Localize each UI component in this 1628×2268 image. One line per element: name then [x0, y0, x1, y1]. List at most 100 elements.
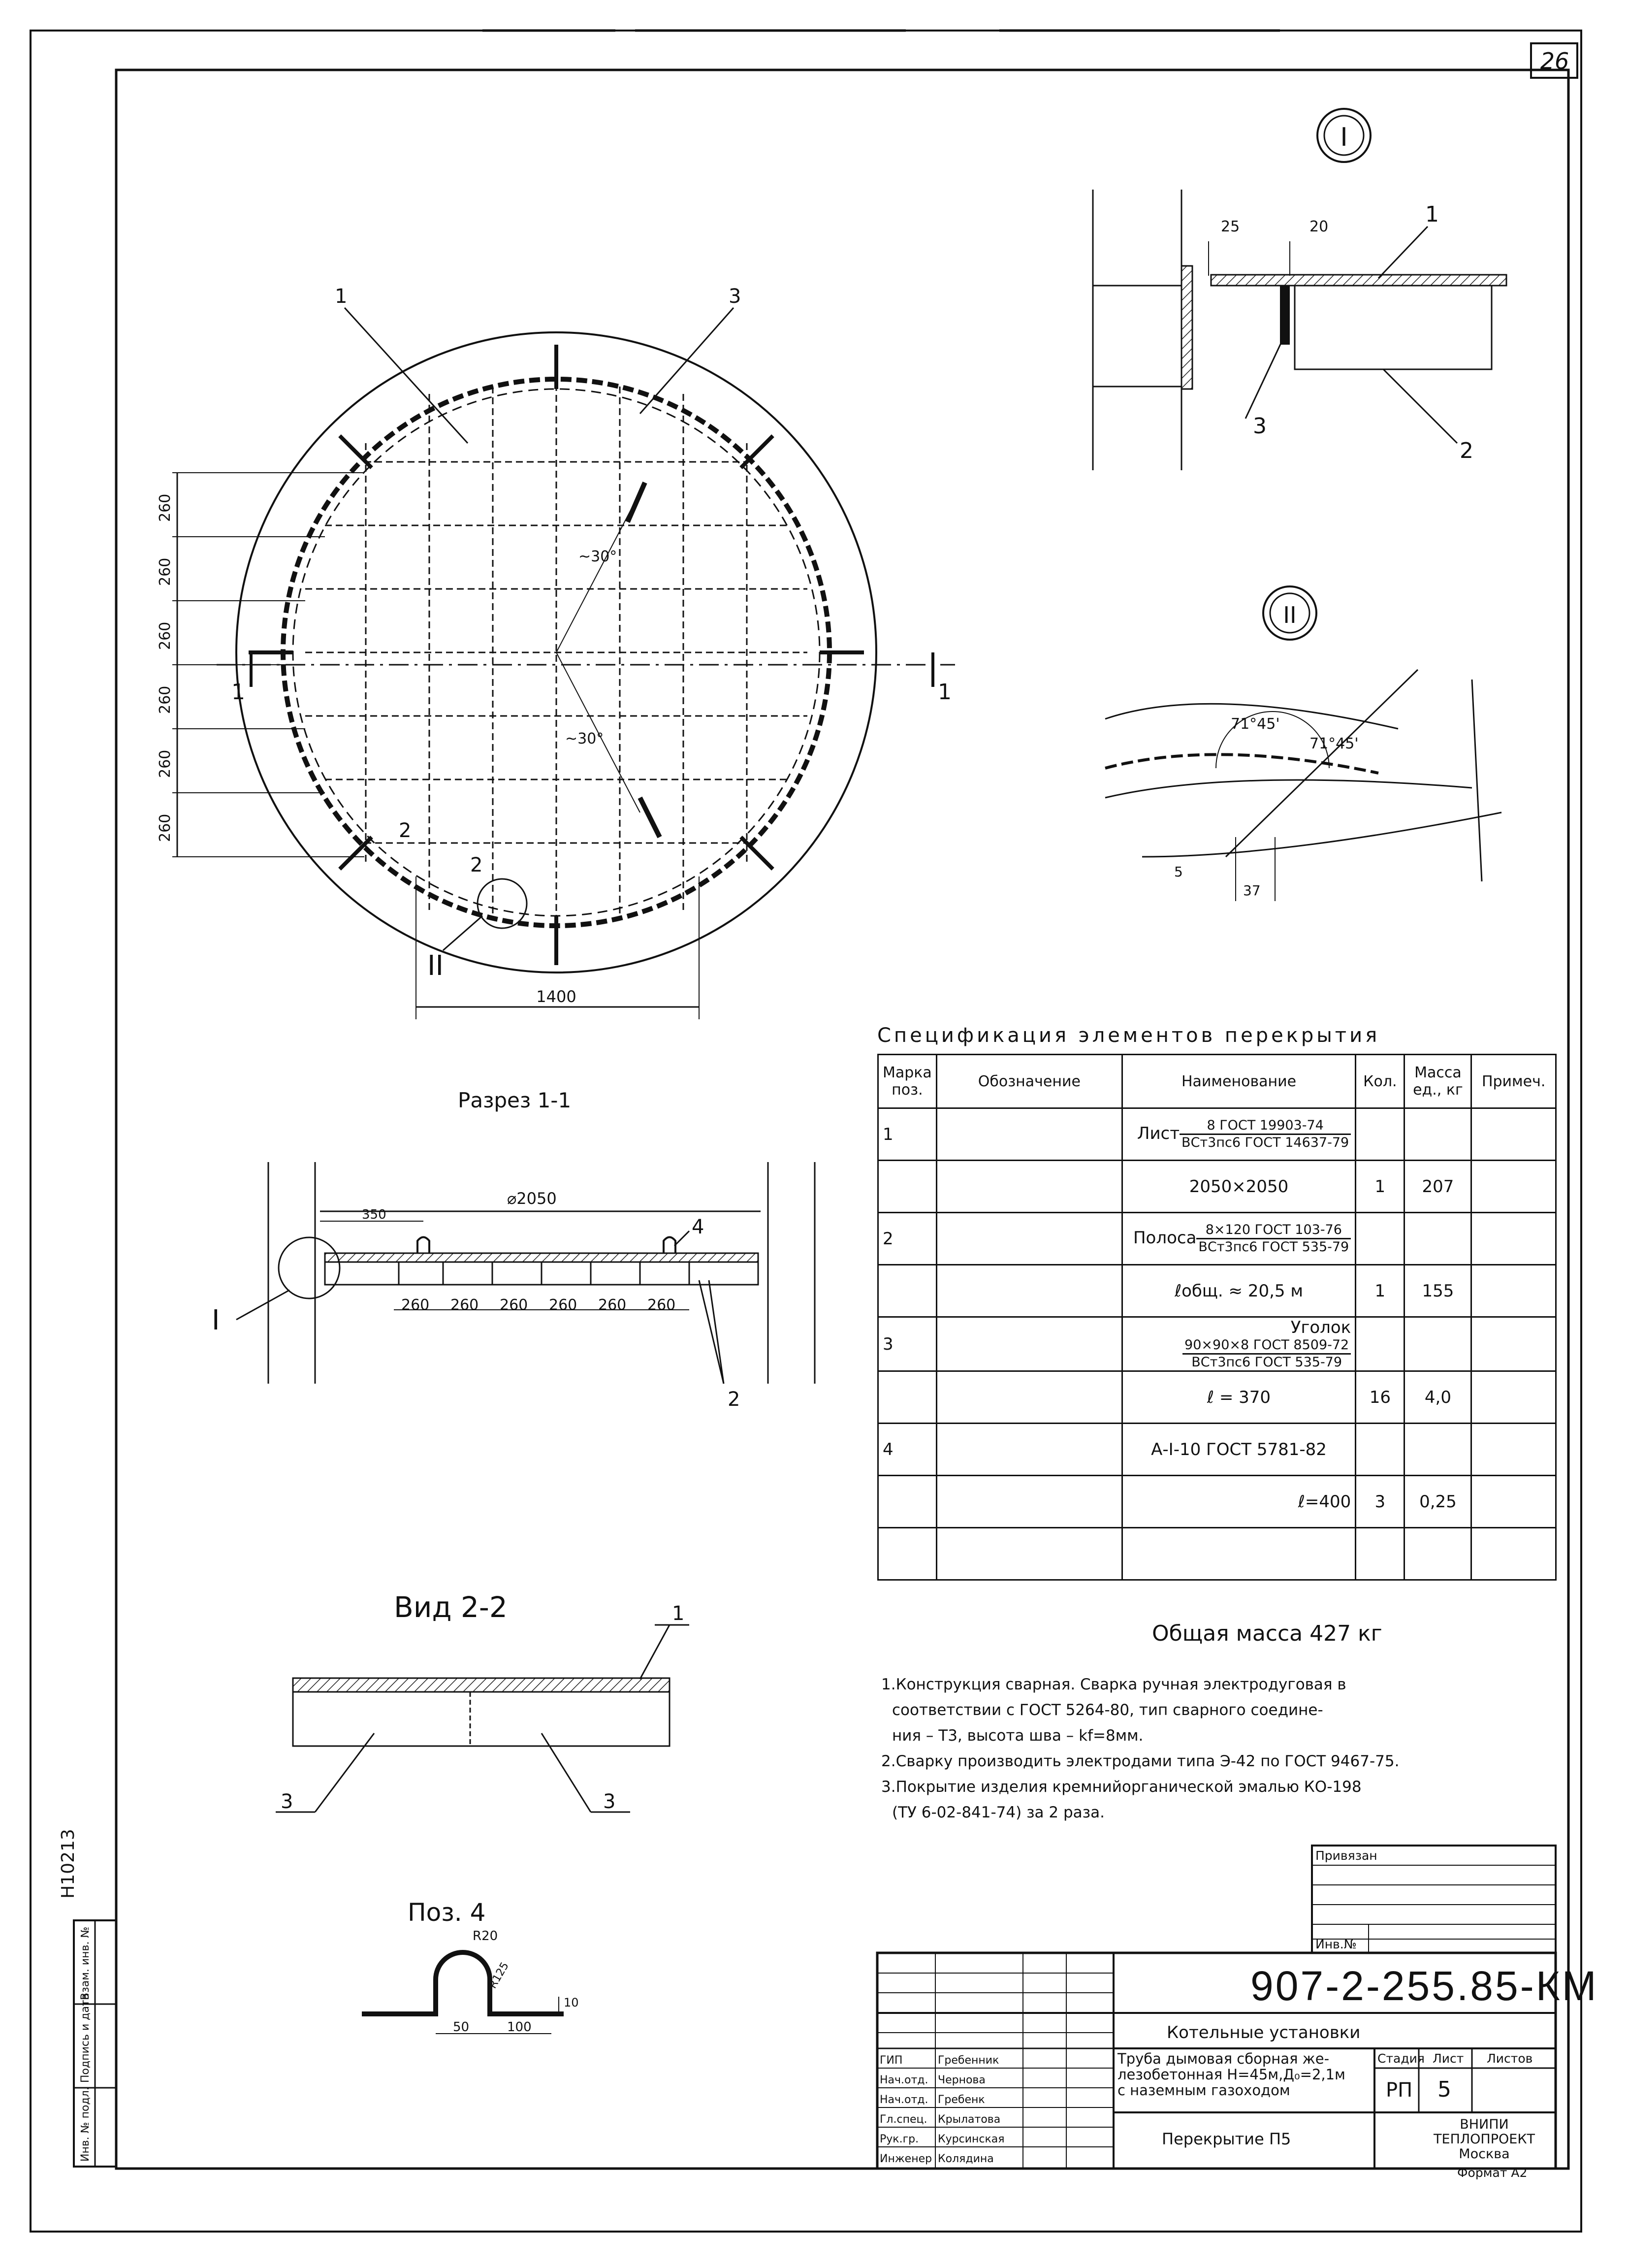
sheet-number-box: 26 — [1530, 42, 1578, 79]
spacing-6: 260 — [647, 1296, 675, 1314]
detail-I: I 25 20 1 3 2 — [1092, 108, 1507, 470]
notes: 1.Конструкция сварная. Сварка ручная эле… — [881, 1672, 1541, 1825]
spec-header-pos: Марка поз. — [877, 1054, 937, 1109]
section-callout-2: 2 — [728, 1388, 740, 1411]
spec-note — [1470, 1370, 1557, 1424]
inventory-number: Н10213 — [58, 1829, 78, 1899]
pos4-dim-r20: R20 — [473, 1929, 498, 1944]
spec-name: А-I-10 ГОСТ 5781-82 — [1121, 1423, 1357, 1476]
plan-view: ~30° ~30° 1 1 260 260 260 260 260 260 14… — [157, 285, 955, 1019]
spec-mass: 207 — [1404, 1160, 1472, 1213]
spec-header-qty: Кол. — [1355, 1054, 1405, 1109]
detail-I-dim-25: 25 — [1221, 218, 1240, 235]
spec-qty — [1355, 1212, 1405, 1265]
spec-designation — [935, 1370, 1123, 1424]
spec-mass — [1404, 1212, 1472, 1265]
spec-frac-top: 90×90×8 ГОСТ 8509-72 — [1182, 1337, 1351, 1355]
spec-note — [1470, 1212, 1557, 1265]
spec-pos — [877, 1370, 937, 1424]
tb-format: Формат А2 — [1457, 2166, 1528, 2180]
tb-role: Гл.спец. — [880, 2113, 927, 2126]
spec-name: 2050×2050 — [1121, 1160, 1357, 1213]
spec-note — [1470, 1160, 1557, 1213]
stamp-inv-label: Инв. № подл. — [79, 2087, 92, 2162]
tb-role: Нач.отд. — [880, 2094, 928, 2106]
spec-name-prefix: Уголок — [1290, 1318, 1351, 1337]
callout-1: 1 — [335, 285, 347, 308]
spec-note — [1470, 1316, 1557, 1372]
tb-role: Рук.гр. — [880, 2133, 919, 2145]
note-line: (ТУ 6-02-841-74) за 2 раза. — [892, 1804, 1105, 1821]
sheet-number: 26 — [1540, 48, 1569, 74]
pos4-dim-100: 100 — [507, 2020, 532, 2035]
spec-pos — [877, 1264, 937, 1318]
spec-name-prefix: Лист — [1137, 1124, 1180, 1143]
pos-4-detail: 10 R20 R125 50 100 — [362, 1929, 579, 2035]
note-line: 1.Конструкция сварная. Сварка ручная эле… — [881, 1676, 1346, 1693]
tb-name: Гребенник — [938, 2054, 999, 2067]
spec-designation — [935, 1423, 1123, 1476]
row-dim-5: 260 — [157, 750, 174, 778]
spec-pos — [877, 1160, 937, 1213]
tb-description-line: с наземным газоходом — [1117, 2082, 1290, 2099]
note-line: соответствии с ГОСТ 5264-80, тип сварног… — [892, 1701, 1323, 1719]
tb-role: Инженер — [880, 2153, 932, 2165]
tb-description: Труба дымовая сборная же- лезобетонная Н… — [1117, 2051, 1345, 2098]
spec-designation — [935, 1316, 1123, 1372]
stamp-replace-label: Взам. инв. № — [79, 1927, 92, 2000]
view-title: Вид 2-2 — [394, 1590, 508, 1624]
spec-frac-bottom: ВСт3пс6 ГОСТ 14637-79 — [1181, 1135, 1349, 1150]
spec-name — [1121, 1527, 1357, 1581]
spec-table: Марка поз. Обозначение Наименование Кол.… — [877, 1054, 1557, 1581]
tb-name: Крылатова — [938, 2113, 1001, 2126]
spec-note — [1470, 1264, 1557, 1318]
spec-mass — [1404, 1527, 1472, 1581]
note-line: 3.Покрытие изделия кремнийорганической э… — [881, 1778, 1362, 1796]
spec-header-name: Наименование — [1121, 1054, 1357, 1109]
spec-note — [1470, 1475, 1557, 1528]
detail-II: II 71°45' 71°45' 5 37 — [1105, 585, 1502, 901]
tb-project: Котельные установки — [1167, 2023, 1361, 2042]
tb-org-line: ТЕПЛОПРОЕКТ — [1434, 2132, 1535, 2147]
spec-pos: 3 — [877, 1316, 937, 1372]
pos4-dim-50: 50 — [453, 2020, 469, 2035]
spec-pos: 1 — [877, 1107, 937, 1161]
view-callout-1: 1 — [672, 1602, 684, 1625]
total-mass-value: 427 кг — [1309, 1621, 1382, 1646]
spec-pos: 2 — [877, 1212, 937, 1265]
section-detail-mark: I — [212, 1304, 220, 1336]
spec-frac-top: 8 ГОСТ 19903-74 — [1180, 1118, 1351, 1135]
spacing-3: 260 — [500, 1296, 528, 1314]
tb-stage: РП — [1386, 2079, 1413, 2102]
spec-qty — [1355, 1423, 1405, 1476]
row-dim-6: 260 — [157, 814, 174, 842]
tb-name: Колядина — [938, 2153, 994, 2165]
spec-designation — [935, 1212, 1123, 1265]
detail-I-callout-3: 3 — [1253, 414, 1267, 439]
title-block-grid — [876, 1845, 1557, 2170]
spec-mass: 4,0 — [1404, 1370, 1472, 1424]
section-1-1: ⌀2050 350 260 260 260 260 260 260 I 4 2 — [212, 1162, 816, 1411]
table-row — [877, 1527, 1557, 1581]
spec-header-designation: Обозначение — [935, 1054, 1123, 1109]
spacing-4: 260 — [549, 1296, 577, 1314]
detail-I-mark: I — [1340, 123, 1347, 152]
spec-qty: 3 — [1355, 1475, 1405, 1528]
row-dim-2: 260 — [157, 558, 174, 586]
row-dim-1: 260 — [157, 494, 174, 522]
tb-sheets-header: Листов — [1487, 2051, 1533, 2066]
tb-name: Гребенк — [938, 2094, 985, 2106]
spec-pos — [877, 1527, 937, 1581]
section-diameter: ⌀2050 — [507, 1189, 557, 1208]
spec-mass: 155 — [1404, 1264, 1472, 1318]
table-row: 4 А-I-10 ГОСТ 5781-82 — [877, 1423, 1557, 1476]
spec-frac-bottom: ВСт3пс6 ГОСТ 535-79 — [1198, 1239, 1349, 1255]
spec-name: ℓ=400 — [1121, 1475, 1357, 1528]
detail-I-callout-1: 1 — [1425, 202, 1439, 227]
